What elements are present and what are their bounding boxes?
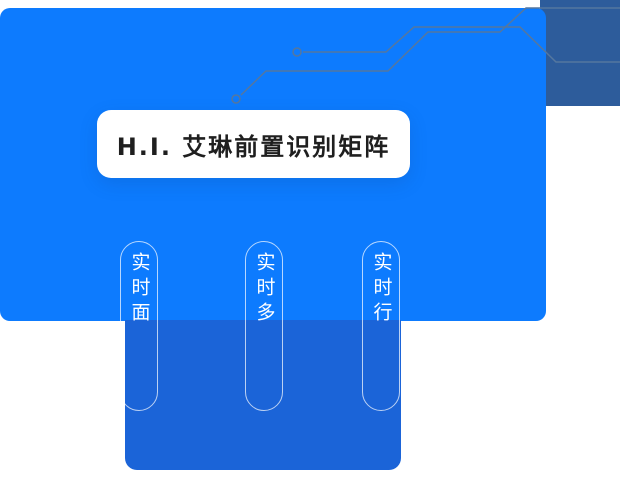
feature-pill: 实时多 — [245, 241, 283, 411]
circuit-trace — [303, 26, 620, 63]
circuit-decoration — [231, 7, 620, 104]
feature-pill-label: 实时行 — [370, 252, 393, 327]
circuit-node-icon — [292, 47, 302, 57]
circuit-node-icon — [231, 94, 241, 104]
backdrop-accent-rect — [540, 0, 620, 106]
feature-pill: 实时面 — [120, 241, 158, 411]
feature-pill: 实时行 — [362, 241, 400, 411]
title-card: H.I. 艾琳前置识别矩阵 — [97, 110, 410, 178]
circuit-trace — [240, 7, 620, 96]
feature-pill-label: 实时面 — [128, 252, 151, 327]
feature-pill-label: 实时多 — [253, 252, 276, 327]
page-title: H.I. 艾琳前置识别矩阵 — [116, 132, 391, 161]
